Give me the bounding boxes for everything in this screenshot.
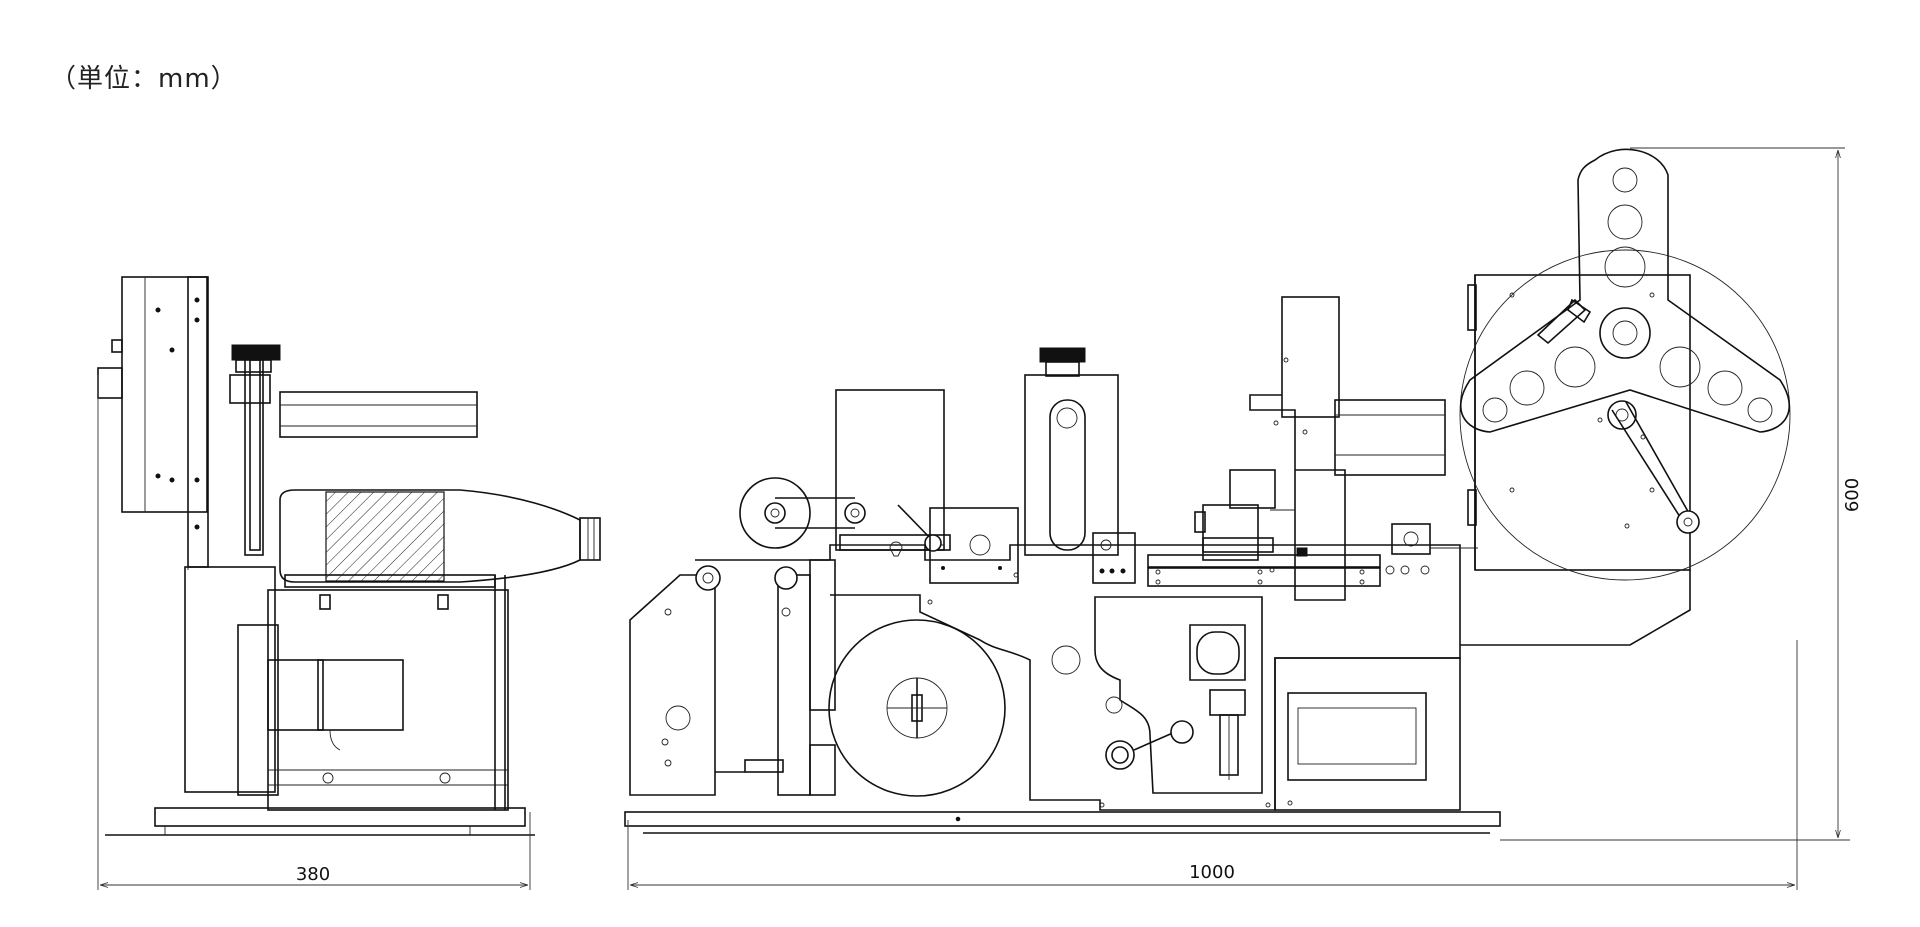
dimension-lines xyxy=(97,147,1850,890)
unit-label: （単位：mm） xyxy=(50,64,238,94)
dimension-side-width: 380 xyxy=(296,864,330,885)
dimension-height: 600 xyxy=(1842,478,1863,512)
side-view xyxy=(97,276,601,836)
reel xyxy=(1459,148,1791,646)
front-view xyxy=(624,296,1501,834)
dimension-front-width: 1000 xyxy=(1189,862,1235,883)
